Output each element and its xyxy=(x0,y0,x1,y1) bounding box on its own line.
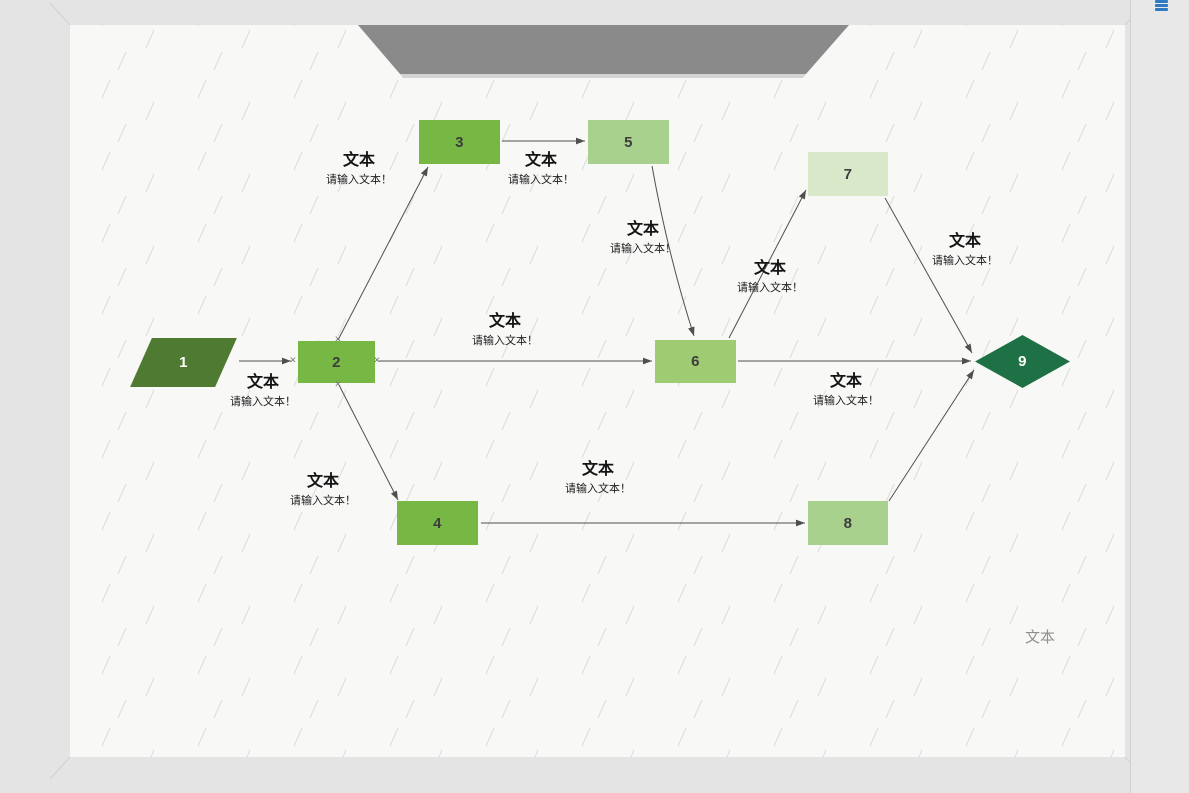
edge-label-7-9[interactable]: 文本请输入文本！ xyxy=(890,231,1040,268)
edge-label-subtitle: 请输入文本！ xyxy=(610,242,676,255)
node-label: 6 xyxy=(691,353,700,370)
bevel-line-bottom-left xyxy=(49,756,71,780)
node-shape-rect xyxy=(298,341,375,383)
node-1[interactable]: 1 xyxy=(130,338,237,387)
edge-label-subtitle: 请输入文本！ xyxy=(326,173,392,186)
edge-label-title: 文本 xyxy=(829,371,862,390)
right-panel-strip xyxy=(1131,0,1189,793)
edge-label-title: 文本 xyxy=(488,311,521,330)
edge-label-5-6[interactable]: 文本请输入文本！ xyxy=(568,219,718,256)
floating-text[interactable]: 文本 xyxy=(1025,628,1056,646)
edge-label-subtitle: 请输入文本！ xyxy=(932,254,998,267)
node-2[interactable]: 2 xyxy=(298,341,375,383)
edge-label-title: 文本 xyxy=(948,231,981,250)
edge-2-to-4[interactable] xyxy=(338,384,399,501)
connection-point-mark: × xyxy=(334,333,342,346)
edge-label-2-3[interactable]: 文本请输入文本！ xyxy=(284,150,434,187)
edge-label-subtitle: 请输入文本！ xyxy=(813,394,879,407)
edge-label-subtitle: 请输入文本！ xyxy=(737,281,803,294)
node-shape-rect xyxy=(808,152,888,196)
edge-label-2-6[interactable]: 文本请输入文本！ xyxy=(430,311,580,348)
node-label: 2 xyxy=(332,353,341,371)
keystone-shadow xyxy=(400,74,806,78)
edge-label-title: 文本 xyxy=(524,150,557,169)
node-shape-rect xyxy=(397,501,478,545)
connection-point-mark: × xyxy=(289,354,297,367)
node-3[interactable]: 3 xyxy=(419,120,500,164)
edge-8-to-9[interactable] xyxy=(888,369,975,502)
node-label: 9 xyxy=(1018,353,1027,370)
edge-label-title: 文本 xyxy=(306,471,339,490)
edge-label-title: 文本 xyxy=(342,150,375,169)
node-label: 4 xyxy=(433,514,442,532)
edge-2-to-3[interactable] xyxy=(337,166,429,341)
connection-point-mark: × xyxy=(334,378,342,391)
node-shape-rect xyxy=(655,340,736,383)
connection-point-mark: × xyxy=(373,354,381,367)
edge-label-subtitle: 请输入文本！ xyxy=(508,173,574,186)
edge-label-2-4[interactable]: 文本请输入文本！ xyxy=(248,471,398,508)
node-4[interactable]: 4 xyxy=(397,501,478,545)
canvas-top-keystone xyxy=(358,25,849,74)
node-8[interactable]: 8 xyxy=(808,501,888,545)
edge-label-subtitle: 请输入文本！ xyxy=(565,482,631,495)
node-label: 3 xyxy=(455,133,464,151)
edge-label-1-2[interactable]: 文本请输入文本！ xyxy=(188,372,338,409)
node-7[interactable]: 7 xyxy=(808,152,888,196)
node-label: 7 xyxy=(843,165,853,183)
panel-toggle-icon[interactable] xyxy=(1155,0,1170,12)
edge-label-subtitle: 请输入文本！ xyxy=(230,395,296,408)
node-shape-rect xyxy=(419,120,500,164)
node-label: 8 xyxy=(843,514,853,532)
edge-5-to-6[interactable] xyxy=(651,165,695,337)
edge-label-4-8[interactable]: 文本请输入文本！ xyxy=(523,459,673,496)
node-9[interactable]: 9 xyxy=(975,335,1070,388)
edge-label-subtitle: 请输入文本！ xyxy=(290,494,356,507)
edge-7-to-9[interactable] xyxy=(884,197,973,354)
edge-label-6-7[interactable]: 文本请输入文本！ xyxy=(695,258,845,295)
edge-label-6-9[interactable]: 文本请输入文本！ xyxy=(771,371,921,408)
edge-label-3-5[interactable]: 文本请输入文本！ xyxy=(466,150,616,187)
node-6[interactable]: 6 xyxy=(655,340,736,383)
edge-label-title: 文本 xyxy=(581,459,614,478)
edge-label-subtitle: 请输入文本！ xyxy=(472,334,538,347)
bevel-line-top-left xyxy=(49,2,71,26)
node-shape-rect xyxy=(808,501,888,545)
edge-label-title: 文本 xyxy=(246,372,279,391)
node-5[interactable]: 5 xyxy=(588,120,669,164)
node-shape-rect xyxy=(588,120,669,164)
node-label: 5 xyxy=(624,133,633,151)
edge-6-to-7[interactable] xyxy=(728,189,807,339)
edge-label-title: 文本 xyxy=(626,219,659,238)
edge-label-title: 文本 xyxy=(753,258,786,277)
node-label: 1 xyxy=(179,354,188,371)
